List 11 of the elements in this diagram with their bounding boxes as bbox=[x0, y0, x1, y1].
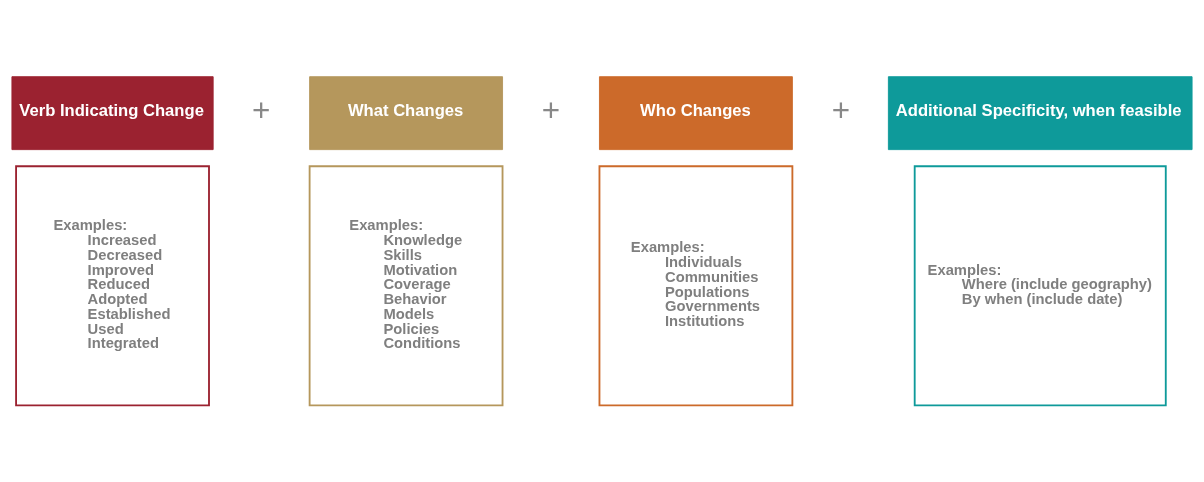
node-box: Verb Indicating Change bbox=[11, 76, 214, 151]
label: + bbox=[251, 93, 271, 129]
node-box: Additional Specificity, when feasible bbox=[887, 76, 1193, 151]
label: + bbox=[541, 93, 561, 129]
node-box: Examples: Where (include geography) By when (include date) bbox=[913, 165, 1167, 407]
node-box: Examples: Increased Decreased Improved Reduced Adopted Established Used Integrated bbox=[15, 165, 210, 407]
label: + bbox=[831, 93, 851, 129]
node-box: Examples: Knowledge Skills Motivation Coverage Behavior Models Policies Conditions bbox=[308, 165, 504, 407]
node-box: Examples: Individuals Communities Populations Governments Institutions bbox=[598, 165, 794, 407]
node-box: Who Changes bbox=[599, 76, 793, 151]
node-box: What Changes bbox=[309, 76, 503, 151]
